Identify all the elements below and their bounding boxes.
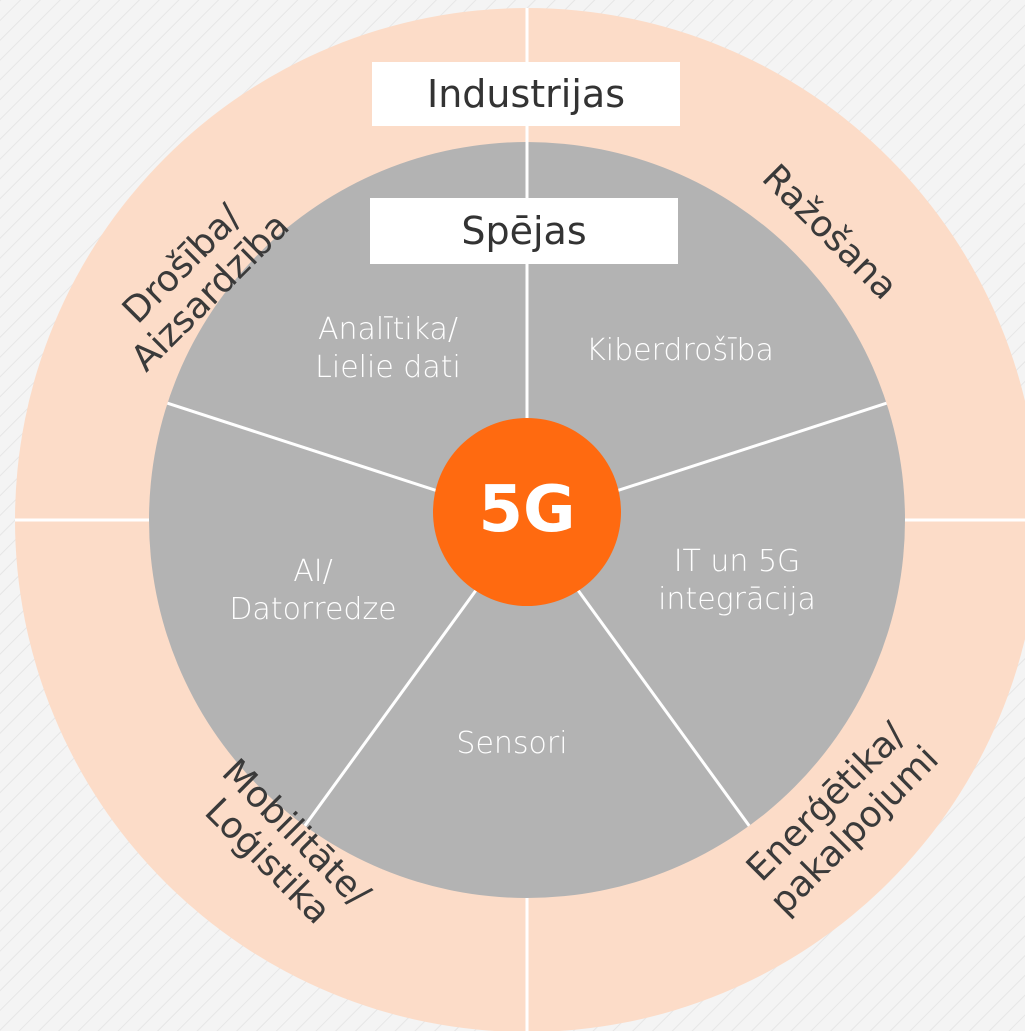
- capability-label-line: Lielie dati: [315, 350, 461, 385]
- capability-label-line: IT un 5G: [674, 544, 801, 579]
- capability-label-line: Datorredze: [229, 592, 396, 627]
- inner-label-box: Spējas: [370, 198, 678, 264]
- capability-label: AI/Datorredze: [229, 554, 396, 627]
- capability-label-line: integrācija: [658, 582, 816, 617]
- capability-label: Analītika/Lielie dati: [315, 312, 461, 385]
- center-hub: 5G: [433, 418, 621, 606]
- outer-label-box: Industrijas: [372, 62, 680, 126]
- capability-label-line: Analītika/: [318, 312, 458, 347]
- outer-label: Industrijas: [426, 72, 625, 116]
- capability-label: Sensori: [456, 726, 567, 761]
- capability-label-line: AI/: [293, 554, 332, 589]
- capabilities-labels: Analītika/Lielie dati Kiberdrošība IT un 5…: [229, 312, 816, 761]
- capability-label-line: Kiberdrošība: [586, 333, 774, 368]
- center-label: 5G: [478, 473, 575, 547]
- center-circle: [433, 418, 621, 606]
- capability-label-line: Sensori: [456, 726, 567, 761]
- capability-label: Kiberdrošība: [586, 333, 774, 368]
- inner-label: Spējas: [461, 209, 587, 253]
